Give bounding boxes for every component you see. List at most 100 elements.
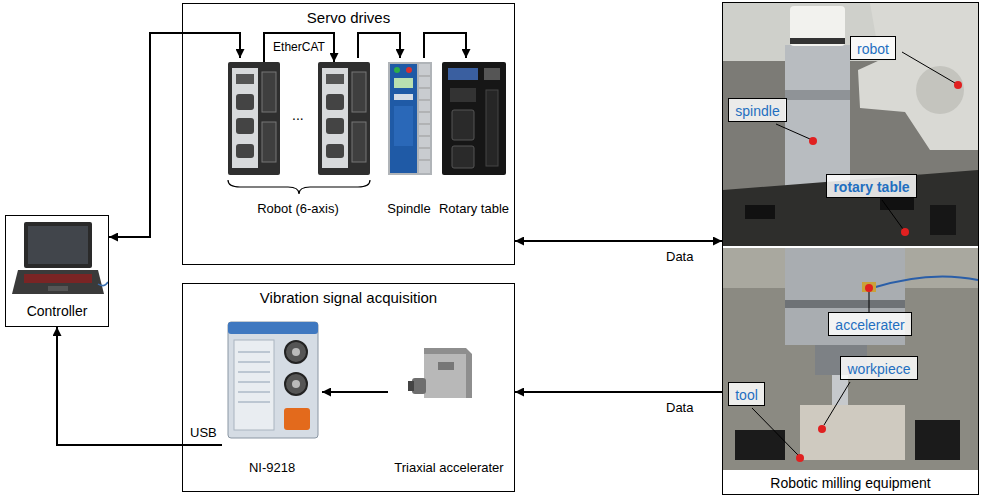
servo-drive-icon bbox=[326, 74, 344, 84]
node-label: Robotic milling equipment bbox=[770, 475, 930, 491]
marker-dot bbox=[796, 81, 962, 462]
accelerometer-icon bbox=[408, 348, 472, 398]
daq-module-icon bbox=[238, 352, 270, 402]
callout-box: accelerater bbox=[828, 312, 912, 336]
spindle-drive-icon bbox=[406, 67, 412, 73]
photo-bottom bbox=[862, 282, 876, 292]
laptop-icon bbox=[28, 226, 88, 264]
controller-box: Controller bbox=[5, 215, 109, 327]
node-label: Controller bbox=[27, 303, 88, 319]
daq-module-icon bbox=[228, 322, 318, 438]
servo-drive-icon bbox=[232, 68, 258, 168]
device-item: Triaxial accelerater bbox=[388, 335, 510, 480]
callout-box: spindle bbox=[728, 98, 787, 122]
daq-module-icon bbox=[234, 340, 274, 430]
daq-module-icon bbox=[228, 322, 318, 438]
text-holder: rotary table bbox=[827, 178, 916, 196]
spindle-drive-icon bbox=[388, 62, 432, 175]
laptop-icon bbox=[24, 222, 92, 268]
laptop-icon bbox=[12, 270, 104, 294]
spindle-drive-icon bbox=[390, 64, 417, 173]
brace bbox=[228, 180, 370, 194]
photo-top bbox=[723, 3, 978, 246]
servo-drive-icon bbox=[326, 118, 344, 134]
callout-label: tool bbox=[735, 387, 758, 403]
servo-drive-icon bbox=[352, 122, 366, 162]
daq-module-icon bbox=[285, 373, 307, 395]
text-holder: EtherCAT bbox=[271, 37, 327, 55]
device-item: Rotary table bbox=[435, 58, 514, 218]
callout-label: rotary table bbox=[833, 179, 909, 195]
marker-dot bbox=[818, 425, 826, 433]
servo-drive-icon bbox=[322, 68, 348, 168]
ethercat-wire bbox=[264, 33, 334, 62]
device-item: NI-9218 bbox=[222, 318, 322, 480]
servo-drive-icon bbox=[228, 62, 280, 175]
accelerometer-icon bbox=[424, 348, 472, 398]
brace bbox=[228, 180, 370, 194]
connector-arrow bbox=[322, 391, 388, 393]
callout-box: robot bbox=[850, 36, 896, 60]
text-holder: Data bbox=[664, 247, 695, 265]
photo-top bbox=[723, 3, 978, 246]
servo-drive-icon bbox=[236, 144, 254, 158]
marker-dot bbox=[865, 284, 873, 292]
callout-box: tool bbox=[728, 382, 765, 406]
photo-top bbox=[790, 38, 845, 44]
text-holder: Robot (6-axis) bbox=[222, 199, 374, 217]
node-label: NI-9218 bbox=[249, 461, 295, 476]
text-holder: accelerater bbox=[829, 316, 911, 334]
connector-arrow bbox=[424, 33, 466, 58]
text-holder: Triaxial accelerater bbox=[388, 458, 510, 476]
laptop-icon bbox=[48, 286, 68, 291]
photo-bottom bbox=[723, 248, 978, 470]
node-label: Triaxial accelerater bbox=[394, 461, 503, 476]
accelerometer-icon bbox=[424, 354, 466, 398]
group-box: Servo drivesRobot (6-axis)SpindleRotary … bbox=[182, 3, 515, 265]
leader-line bbox=[902, 52, 955, 83]
spindle-drive-icon bbox=[388, 62, 432, 175]
photo-top bbox=[880, 196, 914, 210]
servo-drive-icon bbox=[236, 118, 254, 134]
photo-top bbox=[785, 45, 850, 195]
marker-dot bbox=[809, 137, 817, 145]
leader-line bbox=[882, 200, 903, 229]
servo-drive-icon bbox=[326, 94, 344, 110]
text-holder: NI-9218 bbox=[222, 458, 322, 476]
group-box: Vibration signal acquisitionNI-9218 Triax… bbox=[182, 283, 515, 492]
connector-arrow bbox=[358, 33, 400, 58]
rotary-drive-icon bbox=[448, 68, 478, 80]
connector-arrow bbox=[57, 327, 222, 445]
rotary-drive-icon bbox=[452, 146, 474, 168]
accelerometer-icon bbox=[438, 362, 454, 370]
connector-arrow bbox=[515, 391, 722, 393]
photo-bottom bbox=[785, 300, 905, 308]
rotary-drive-icon bbox=[442, 62, 506, 175]
callout-label: workpiece bbox=[847, 361, 910, 377]
connector-arrow bbox=[109, 33, 240, 237]
photo-panel: Robotic milling equipment robot spindle rot… bbox=[722, 2, 979, 495]
spindle-drive-icon bbox=[419, 76, 430, 160]
leader-line bbox=[752, 408, 798, 455]
node-label: Vibration signal acquisition bbox=[260, 289, 437, 306]
device-group: Robot (6-axis) bbox=[222, 58, 374, 218]
photo-bottom bbox=[872, 276, 978, 288]
daq-module-icon bbox=[285, 341, 307, 363]
servo-drive-icon bbox=[236, 94, 254, 110]
text-holder: Data bbox=[664, 398, 695, 416]
servo-drive-icon bbox=[318, 62, 370, 175]
spindle-drive-icon bbox=[394, 67, 400, 73]
node-label: Servo drives bbox=[307, 9, 390, 26]
marker-dot bbox=[954, 81, 962, 89]
laptop-icon bbox=[24, 274, 92, 283]
text-holder: Vibration signal acquisition bbox=[183, 289, 514, 307]
callout-label: spindle bbox=[735, 103, 779, 119]
marker-dot bbox=[796, 454, 804, 462]
text-holder: Robotic milling equipment bbox=[723, 474, 978, 492]
text-holder: ... bbox=[290, 106, 306, 124]
callout-box: rotary table bbox=[826, 174, 917, 198]
daq-module-icon bbox=[284, 408, 310, 430]
leader-line bbox=[869, 292, 870, 312]
